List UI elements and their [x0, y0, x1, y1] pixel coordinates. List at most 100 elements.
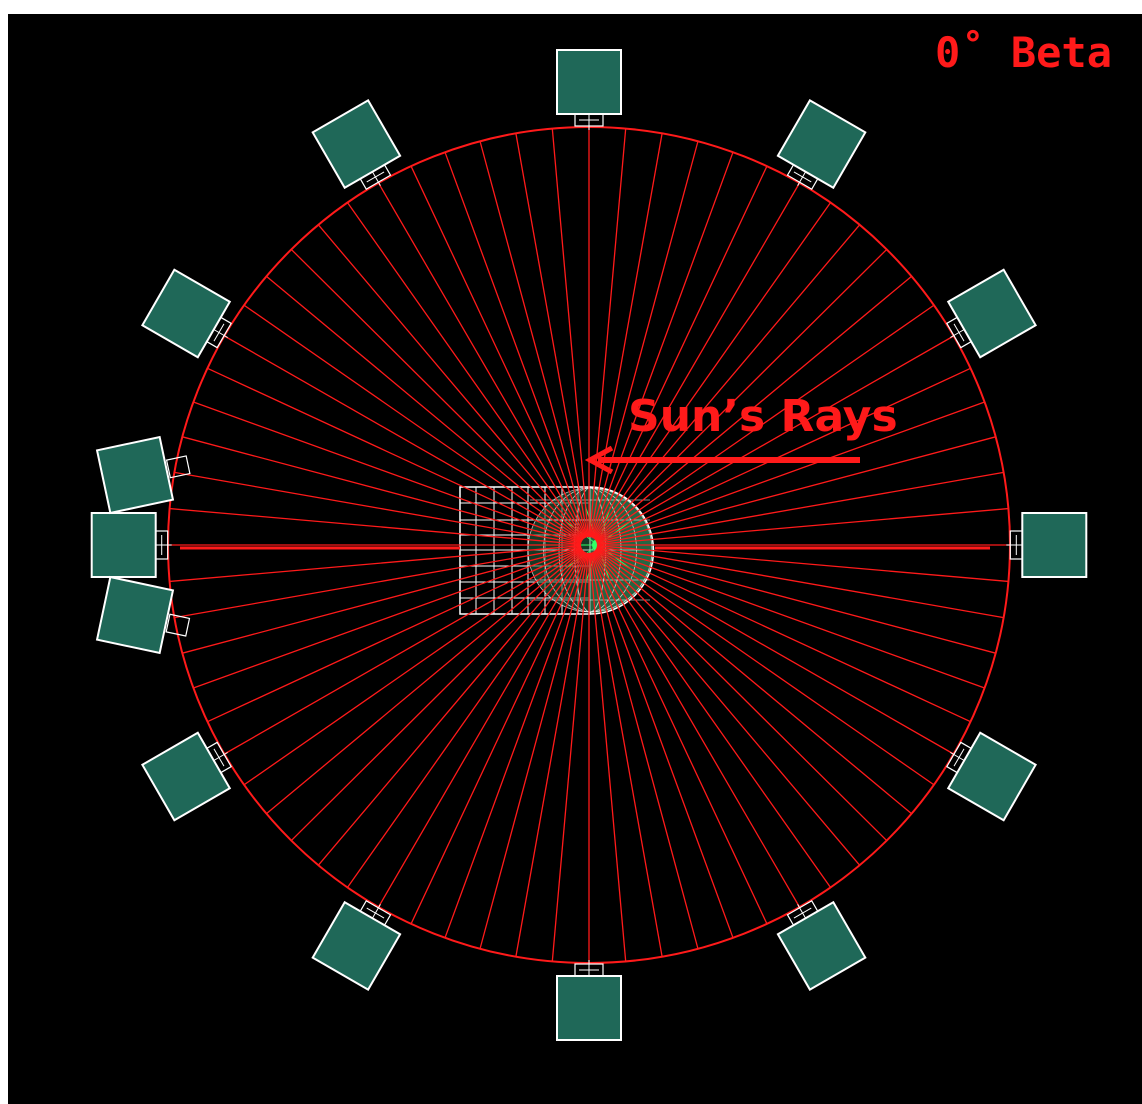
solar-panel — [311, 98, 402, 190]
sun-ray-line — [589, 133, 663, 538]
sun-ray-line — [515, 133, 589, 538]
solar-panel — [556, 975, 622, 1041]
sun-ray-line — [596, 546, 996, 654]
sun-ray-line — [596, 545, 1009, 583]
spacecraft — [95, 435, 191, 515]
sun-ray-line — [594, 550, 888, 842]
sun-ray-line — [317, 550, 585, 866]
sun-ray-line — [590, 552, 699, 949]
spacecraft-detail — [371, 171, 381, 186]
sun-ray-line — [224, 548, 583, 755]
sun-ray-line — [595, 549, 935, 786]
spacecraft — [140, 731, 232, 822]
sun-ray-line — [593, 202, 832, 539]
sun-ray-line — [595, 335, 954, 542]
sun-ray-line — [410, 165, 587, 539]
sun-ray-line — [592, 551, 801, 908]
sun-ray-line — [594, 248, 888, 540]
spacecraft — [311, 98, 402, 190]
spacecraft — [140, 268, 232, 359]
sun-ray-line — [595, 304, 935, 541]
solar-panel — [556, 49, 622, 115]
solar-panel — [946, 731, 1038, 822]
sun-ray-line — [479, 552, 588, 949]
spacecraft — [1006, 512, 1088, 578]
sun-ray-line — [317, 224, 585, 540]
sun-ray-line — [551, 128, 589, 538]
sun-ray-line — [596, 547, 985, 689]
sun-direction-arrow — [584, 445, 860, 475]
sun-ray-line — [594, 549, 912, 815]
sun-ray-line — [596, 401, 985, 543]
sun-ray-line — [444, 552, 587, 939]
sun-ray-lines — [168, 127, 1010, 963]
sun-ray-line — [594, 275, 912, 541]
sun-ray-line — [207, 367, 583, 543]
solar-panel — [95, 435, 175, 515]
sun-ray-line — [593, 550, 861, 866]
sun-ray-line — [592, 182, 801, 539]
sun-ray-line — [169, 507, 582, 545]
spacecraft — [776, 900, 867, 992]
sun-ray-line — [377, 551, 586, 908]
sun-ray-line — [591, 165, 768, 539]
sun-ray-line — [479, 141, 588, 538]
spacecraft-detail — [213, 752, 228, 761]
sun-ray-line — [591, 552, 734, 939]
sun-ray-line — [593, 551, 832, 888]
sun-ray-line — [266, 275, 584, 541]
spacecraft-detail — [797, 904, 807, 919]
spacecraft-detail — [213, 329, 228, 338]
sun-ray-line — [595, 547, 971, 723]
sun-ray-line — [169, 545, 582, 583]
sun-ray-line — [444, 151, 587, 538]
sun-ray-line — [207, 547, 583, 723]
sun-ray-line — [515, 552, 589, 957]
sun-ray-line — [591, 551, 768, 925]
sun-ray-line — [290, 248, 584, 540]
sun-ray-line — [346, 202, 585, 539]
spacecraft — [556, 49, 622, 130]
sun-ray-line — [182, 436, 582, 544]
solar-panel — [95, 575, 175, 655]
sun-ray-line — [243, 549, 583, 786]
spacecraft — [90, 512, 172, 578]
sun-ray-line — [596, 507, 1009, 545]
sun-ray-line — [193, 401, 582, 543]
sun-ray-line — [266, 549, 584, 815]
sun-ray-line — [589, 128, 627, 538]
spacecraft-bus — [165, 613, 191, 637]
solar-panel — [140, 731, 232, 822]
solar-panel — [1021, 512, 1088, 578]
spacecraft — [946, 268, 1038, 359]
sun-ray-line — [551, 552, 589, 962]
solar-panel — [140, 268, 232, 359]
sun-ray-line — [593, 224, 861, 540]
solar-panel — [776, 98, 867, 190]
sun-ray-line — [224, 335, 583, 542]
spacecraft-detail — [950, 752, 965, 761]
spacecraft-detail — [797, 171, 807, 186]
sun-ray-line — [410, 551, 587, 925]
sun-ray-line — [589, 552, 663, 957]
sun-rays-label: Sun’s Rays — [628, 391, 898, 442]
sun-ray-line — [595, 548, 954, 755]
sun-ray-line — [346, 551, 585, 888]
solar-panel — [311, 900, 402, 992]
sun-ray-line — [243, 304, 583, 541]
spacecraft — [556, 960, 622, 1041]
spacecraft-bus — [165, 455, 191, 479]
beta-angle-label: 0˚ Beta — [934, 28, 1112, 77]
sun-ray-line — [193, 547, 582, 689]
spacecraft — [776, 98, 867, 190]
solar-panel — [946, 268, 1038, 359]
solar-panel — [776, 900, 867, 992]
sun-ray-line — [591, 151, 734, 538]
sun-ray-line — [182, 546, 582, 654]
sun-ray-line — [596, 436, 996, 544]
sun-ray-line — [595, 367, 971, 543]
sun-ray-line — [174, 545, 582, 619]
spacecraft — [946, 731, 1038, 822]
sun-ray-line — [589, 552, 627, 962]
orbit-diagram — [90, 49, 1088, 1041]
